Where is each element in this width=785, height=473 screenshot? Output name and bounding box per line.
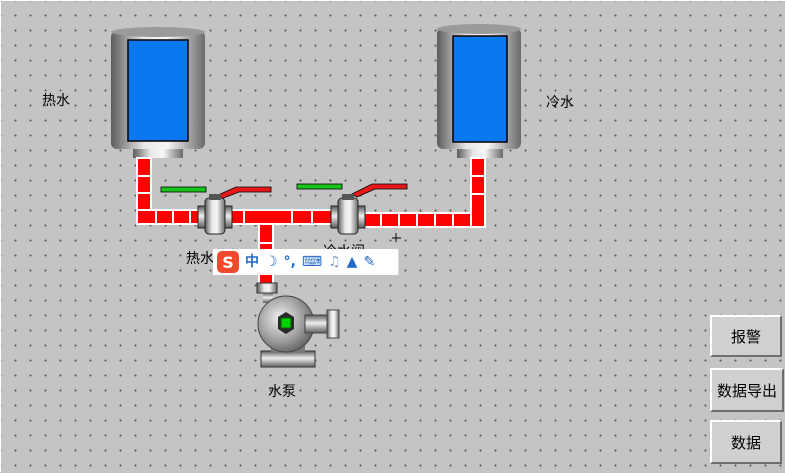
hot-water-valve[interactable]: [160, 186, 272, 235]
data-export-button[interactable]: 数据导出: [710, 368, 784, 412]
voice-icon[interactable]: ♫: [328, 254, 341, 270]
pump-label: 水泵: [268, 384, 296, 400]
tools-wrench-icon[interactable]: ✎: [363, 254, 376, 270]
punctuation-icon[interactable]: °,: [283, 254, 296, 270]
chinese-mode-icon[interactable]: 中: [245, 254, 259, 270]
cold-water-label: 冷水: [546, 95, 574, 111]
data-button[interactable]: 数据: [710, 420, 782, 464]
cold-water-valve[interactable]: [296, 183, 408, 235]
cold-valve-label: 冷水阀: [323, 244, 365, 249]
pump-status-indicator: [280, 317, 292, 329]
alarm-button[interactable]: 报警: [710, 315, 782, 357]
sogou-logo-icon[interactable]: S: [217, 251, 239, 273]
pipe-segments: [138, 175, 484, 244]
water-pump[interactable]: [256, 282, 340, 368]
hot-water-tank: [111, 27, 205, 158]
ime-toolbar[interactable]: S 中 ☽ °, ⌨ ♫ ▲ ✎: [213, 249, 399, 275]
skin-shirt-icon[interactable]: ▲: [346, 254, 358, 270]
cursor-crosshair: [392, 233, 401, 242]
hot-water-label: 热水: [42, 93, 70, 109]
cold-water-tank: [437, 24, 521, 158]
half-width-moon-icon[interactable]: ☽: [265, 254, 278, 270]
cold-water-level: [452, 35, 508, 143]
keyboard-icon[interactable]: ⌨: [301, 254, 323, 270]
hot-valve-label: 热水: [186, 251, 214, 267]
hot-water-level: [127, 39, 189, 142]
